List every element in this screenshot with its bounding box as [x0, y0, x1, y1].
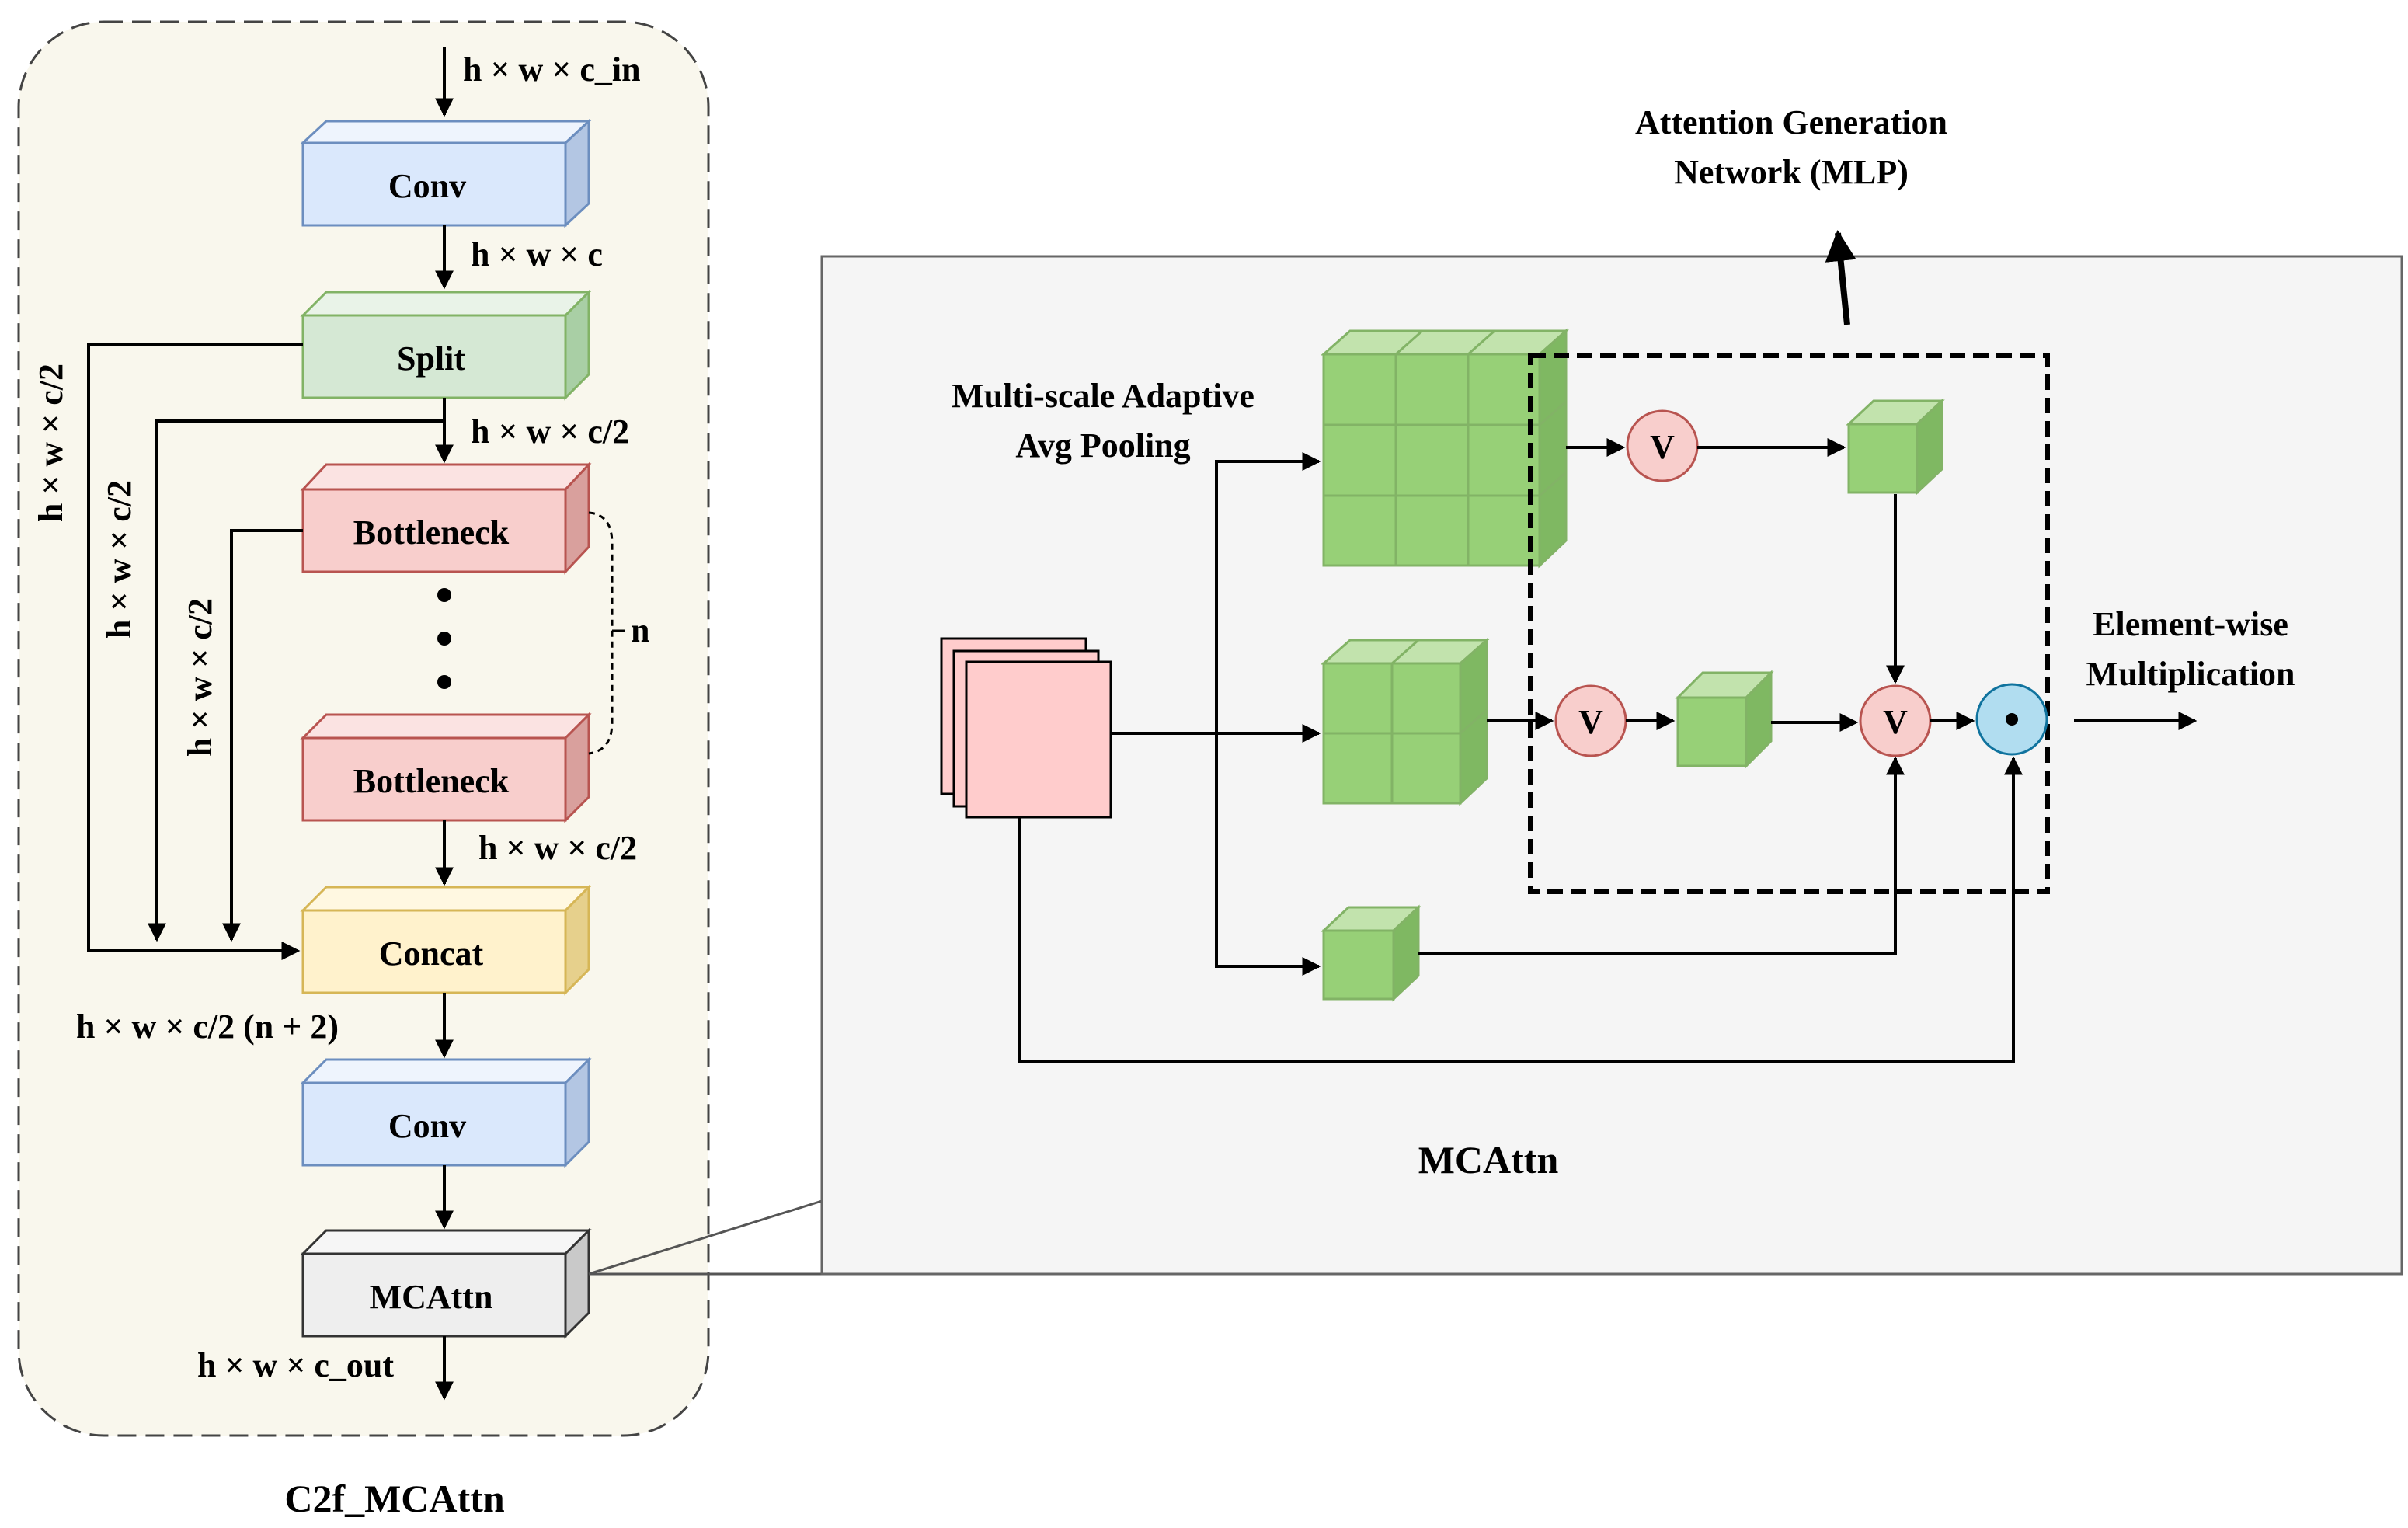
cube-top-result: [1846, 398, 1945, 496]
bottleneck-label-2: Bottleneck: [353, 762, 510, 800]
ellipsis-dot-3: [437, 675, 451, 689]
repeat-bracket: [588, 511, 614, 755]
arrow-to-1x1: [1215, 733, 1321, 976]
bottleneck-block-2: Bottleneck: [300, 712, 592, 823]
cube-mid-result: [1675, 670, 1774, 769]
dim-after-conv: h × w × c: [471, 235, 603, 273]
pool-cube-1x1: [1321, 904, 1421, 1002]
mlp-label-line1: Attention Generation: [1635, 103, 1947, 141]
mult-label-line2: Multiplication: [2086, 655, 2295, 693]
arrow-to-mlp: [1825, 230, 1856, 325]
svg-text:V: V: [1578, 703, 1603, 741]
c2f-title: C2f_MCAttn: [284, 1477, 504, 1520]
pooling-branch-line: [1215, 452, 1321, 733]
conv-block-top: Conv: [300, 118, 592, 228]
arrow-1x1-to-v: [1418, 756, 1905, 955]
repeat-n-label: n: [631, 611, 649, 649]
dim-after-bottleneck: h × w × c/2: [478, 829, 637, 867]
v-operator-mid: V: [1554, 684, 1627, 757]
input-feature-map: [940, 637, 1112, 819]
ellipsis-dot-2: [437, 632, 451, 646]
dim-out: h × w × c_out: [197, 1346, 394, 1384]
dim-after-split: h × w × c/2: [471, 412, 629, 451]
skip-inner: [222, 529, 303, 942]
pool-grid-3x3: [1321, 328, 1569, 569]
mcattn-title: MCAttn: [1418, 1138, 1559, 1182]
conv-label-top: Conv: [388, 167, 466, 205]
mcattn-block: MCAttn: [300, 1227, 592, 1339]
concat-block: Concat: [300, 884, 592, 996]
concat-label: Concat: [379, 935, 484, 973]
skip-outer: [87, 343, 303, 960]
mlp-label-line2: Network (MLP): [1674, 153, 1909, 191]
dim-concat-out: h × w × c/2 (n + 2): [76, 1008, 339, 1046]
svg-text:V: V: [1650, 428, 1675, 466]
pooling-label-line1: Multi-scale Adaptive: [952, 377, 1254, 415]
split-block: Split: [300, 289, 592, 401]
attention-generation-box: [1528, 353, 2050, 894]
v-operator-top: V: [1626, 409, 1699, 482]
pool-grid-2x2: [1321, 637, 1490, 806]
bottleneck-block-1: Bottleneck: [300, 461, 592, 575]
dim-branch-inner: h × w × c/2: [181, 598, 219, 757]
conv-label-bottom: Conv: [388, 1107, 466, 1145]
dim-branch-mid: h × w × c/2: [100, 480, 138, 639]
pooling-label-line2: Avg Pooling: [1015, 426, 1190, 465]
dim-in: h × w × c_in: [463, 50, 641, 89]
zoom-line-top: [588, 1199, 823, 1276]
residual-line: [1018, 756, 2023, 1063]
split-label: Split: [397, 339, 465, 378]
svg-text:V: V: [1883, 703, 1908, 741]
ellipsis-dot-1: [437, 588, 451, 602]
elementwise-dot-operator: [1975, 683, 2048, 756]
v-operator-right: V: [1859, 684, 1932, 757]
bottleneck-label-1: Bottleneck: [353, 513, 510, 552]
mult-label-line1: Element-wise: [2093, 605, 2288, 643]
skip-middle: [148, 419, 444, 942]
dim-branch-outer: h × w × c/2: [32, 364, 70, 522]
conv-block-bottom: Conv: [300, 1056, 592, 1168]
mcattn-block-label: MCAttn: [370, 1278, 493, 1316]
